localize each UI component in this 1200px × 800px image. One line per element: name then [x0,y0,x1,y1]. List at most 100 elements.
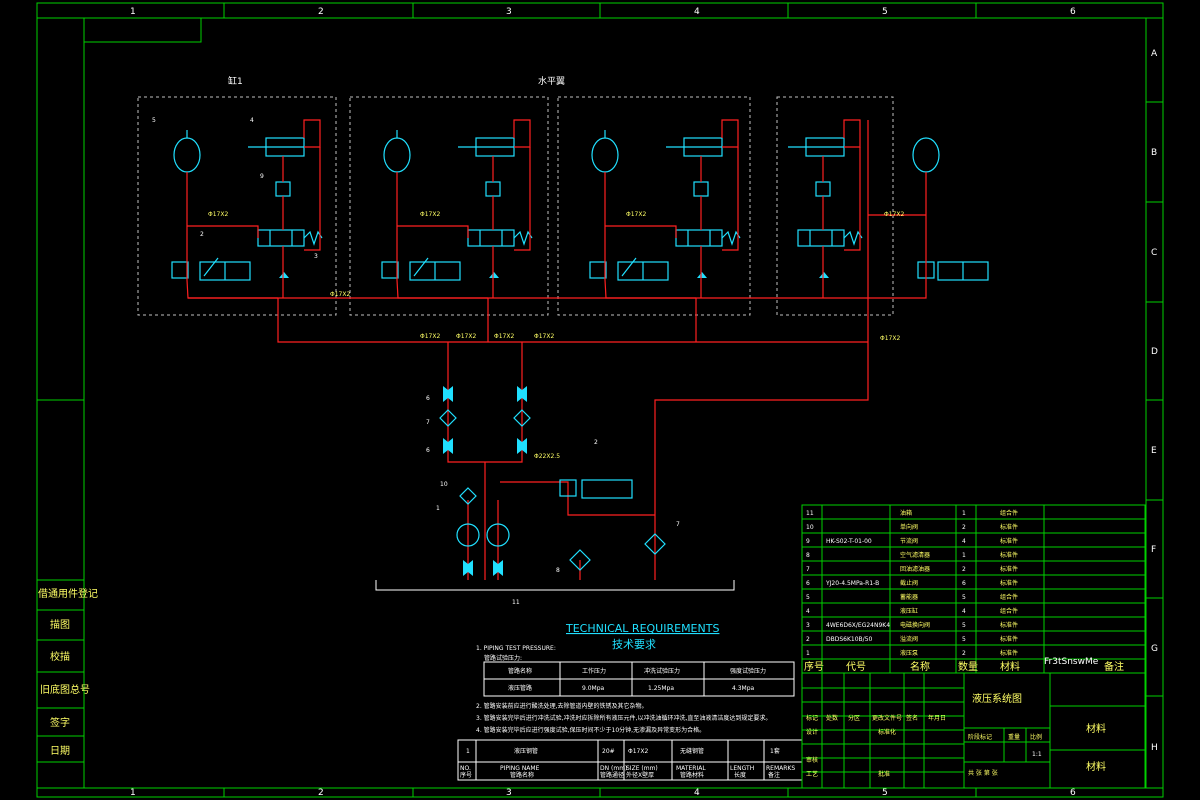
svg-text:材料: 材料 [1086,760,1106,773]
svg-text:标准件: 标准件 [1000,579,1018,587]
svg-text:更改文件号: 更改文件号 [872,714,902,722]
svg-text:NO.: NO. [460,765,471,772]
main-piping [188,297,868,580]
svg-text:4: 4 [806,608,810,615]
svg-text:Φ17X2: Φ17X2 [456,333,476,340]
svg-text:Φ17X2: Φ17X2 [880,335,900,342]
svg-text:2: 2 [200,231,204,238]
svg-text:溢流阀: 溢流阀 [900,635,918,643]
svg-text:标准件: 标准件 [1000,551,1018,559]
svg-text:液压钢管: 液压钢管 [514,747,538,755]
svg-text:HK-S02-T-01-00: HK-S02-T-01-00 [826,538,872,545]
svg-text:工作压力: 工作压力 [582,667,606,675]
tech-requirements: TECHNICAL REQUIREMENTS 技术要求 1. PIPING TE… [457,622,803,781]
svg-text:节流阀: 节流阀 [900,537,918,545]
tech-title-cn: 技术要求 [612,638,656,651]
svg-text:管路通径: 管路通径 [600,771,624,779]
svg-text:7: 7 [806,566,810,573]
svg-text:1: 1 [130,788,136,798]
svg-text:C: C [1151,248,1157,258]
group-left-label: 缸1 [228,75,243,87]
svg-text:日期: 日期 [50,745,70,757]
svg-text:1: 1 [466,748,470,755]
svg-text:10: 10 [806,524,814,531]
svg-text:YJ20-4.5MPa-R1-B: YJ20-4.5MPa-R1-B [825,580,879,587]
tech-title-en: TECHNICAL REQUIREMENTS [565,622,719,635]
svg-text:H: H [1151,743,1158,753]
title-block: 液压系统图 材料 材料 标记 处数 分区 更改文件号 签名 年月日 设计 标准化… [801,672,1146,789]
row-marks: A B C D E F G H [37,49,1163,753]
svg-text:1套: 1套 [770,747,780,755]
svg-text:Fr3tSnswMe: Fr3tSnswMe [1044,657,1099,667]
svg-text:11: 11 [806,510,814,517]
svg-text:单向阀: 单向阀 [900,523,918,531]
corner-box [83,17,202,43]
svg-text:材料: 材料 [1086,722,1106,735]
svg-text:Φ17X2: Φ17X2 [534,333,554,340]
svg-text:Φ17X2: Φ17X2 [628,748,648,755]
svg-text:材料: 材料 [1000,660,1020,673]
svg-text:液压泵: 液压泵 [900,649,918,657]
svg-text:3: 3 [506,788,512,798]
lower-components [375,386,735,591]
svg-text:DN (mm): DN (mm) [600,765,627,772]
svg-text:处数: 处数 [826,714,838,722]
module-2 [381,119,533,299]
svg-text:F: F [1151,545,1156,555]
svg-text:标准件: 标准件 [1000,523,1018,531]
svg-text:1: 1 [436,505,440,512]
svg-text:标准件: 标准件 [1000,537,1018,545]
svg-text:工艺: 工艺 [806,770,818,778]
col-6: 6 [1070,7,1076,17]
svg-text:5: 5 [962,636,966,643]
svg-text:代号: 代号 [846,661,866,673]
svg-text:标准件: 标准件 [1000,565,1018,573]
svg-text:6: 6 [962,580,966,587]
svg-text:校描: 校描 [50,650,70,663]
svg-text:标记: 标记 [806,714,818,722]
svg-text:截止阀: 截止阀 [900,579,918,587]
svg-text:6: 6 [1070,788,1076,798]
svg-text:描图: 描图 [50,618,70,631]
module-boxes [137,96,894,316]
svg-text:长度: 长度 [734,771,746,779]
svg-text:SIZE (mm): SIZE (mm) [626,765,658,772]
svg-text:蓄能器: 蓄能器 [900,593,918,601]
svg-text:2: 2 [318,788,324,798]
svg-text:油箱: 油箱 [900,509,912,517]
svg-text:11: 11 [512,599,520,606]
svg-text:备注: 备注 [768,771,780,779]
svg-text:组合件: 组合件 [1000,593,1018,601]
svg-text:1.25Mpa: 1.25Mpa [648,685,674,692]
svg-text:Φ17X2: Φ17X2 [208,211,228,218]
svg-text:批准: 批准 [878,770,890,778]
svg-text:名称: 名称 [910,660,930,673]
svg-text:设计: 设计 [806,728,818,736]
svg-text:5: 5 [962,622,966,629]
svg-text:签名: 签名 [906,714,918,722]
svg-text:回油滤油器: 回油滤油器 [900,565,930,573]
col-2: 2 [318,7,324,17]
svg-text:MATERIAL: MATERIAL [676,765,706,772]
svg-text:旧底图总号: 旧底图总号 [40,683,90,696]
svg-text:Φ17X2: Φ17X2 [626,211,646,218]
svg-text:4: 4 [962,538,966,545]
svg-text:重量: 重量 [1008,733,1020,741]
group-center-label: 水平翼 [538,75,565,87]
svg-text:B: B [1151,148,1157,158]
svg-text:管路名称: 管路名称 [508,667,532,675]
svg-text:Φ17X2: Φ17X2 [330,291,350,298]
svg-text:1. PIPING TEST PRESSURE:: 1. PIPING TEST PRESSURE: [476,645,556,652]
svg-text:7: 7 [676,521,680,528]
svg-text:备注: 备注 [1104,660,1124,673]
svg-text:年月日: 年月日 [928,714,946,722]
svg-text:序号: 序号 [804,660,824,673]
svg-text:6: 6 [426,447,430,454]
left-strip: 借通用件登记 描图 校描 旧底图总号 签字 日期 [36,579,98,789]
outer-frame [36,2,1164,798]
drawing-title: 液压系统图 [972,692,1022,705]
svg-text:5: 5 [882,788,888,798]
svg-text:数量: 数量 [958,660,978,673]
svg-text:2: 2 [962,566,966,573]
svg-text:4.3Mpa: 4.3Mpa [732,685,755,692]
